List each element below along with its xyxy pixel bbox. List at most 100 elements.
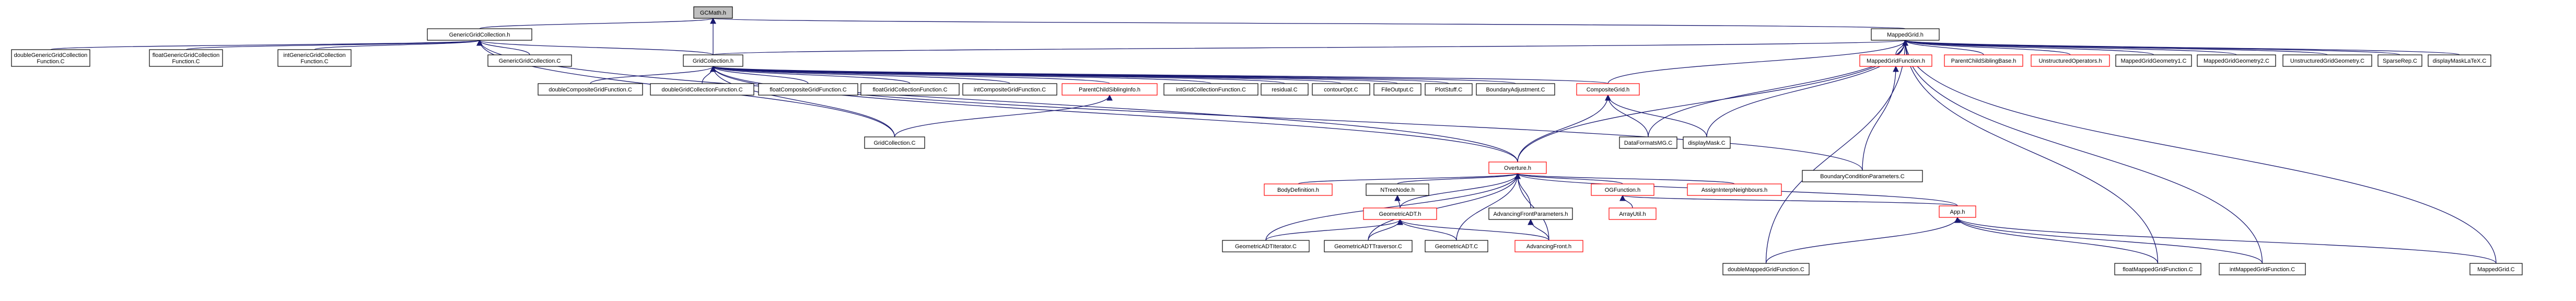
- node-fo[interactable]: FileOutput.C: [1373, 83, 1421, 96]
- node-cg[interactable]: CompositeGrid.h: [1576, 83, 1640, 96]
- node-label: ParentChildSiblingInfo.h: [1079, 87, 1140, 93]
- node-dmgf[interactable]: doubleMappedGridFunction.C: [1722, 263, 1810, 275]
- node-cc[interactable]: contourOpt.C: [1312, 83, 1370, 96]
- node-label: DataFormatsMG.C: [1624, 140, 1672, 146]
- node-imgf[interactable]: intMappedGridFunction.C: [2219, 263, 2306, 275]
- node-box: [427, 28, 532, 41]
- node-label: Function.C: [172, 59, 200, 65]
- node-ps[interactable]: PlotStuff.C: [1425, 83, 1473, 96]
- edge-gc-to-mgrid: [713, 39, 1908, 55]
- node-ugg[interactable]: UnstructuredGridGeometry.C: [2282, 54, 2372, 67]
- node-gengc[interactable]: GenericGridCollection.h: [427, 28, 532, 41]
- edge-gadtc-to-gadt: [1397, 218, 1457, 241]
- node-gadtc[interactable]: GeometricADT.C: [1425, 240, 1488, 252]
- node-fmgf[interactable]: floatMappedGridFunction.C: [2114, 263, 2201, 275]
- node-label: FileOutput.C: [1381, 87, 1414, 93]
- node-label: Function.C: [300, 59, 328, 65]
- node-box: [2114, 263, 2201, 275]
- edge-cg-to-mgrid: [1607, 39, 1908, 84]
- node-gcmath[interactable]: GCMath.h: [693, 6, 733, 19]
- node-box: [1425, 240, 1488, 252]
- node-pcs[interactable]: ParentChildSiblingInfo.h: [1062, 83, 1158, 96]
- edge-gadt-to-ovt: [1400, 172, 1521, 209]
- node-label: floatCompositeGridFunction.C: [770, 87, 846, 93]
- node-label: AdvancingFrontParameters.h: [1493, 211, 1568, 217]
- edge-dm-to-cg: [1605, 94, 1707, 137]
- edge-ugg-to-mgrid: [1902, 39, 2328, 55]
- node-srep[interactable]: SparseRep.C: [2377, 54, 2422, 67]
- edge-gcc-to-gc: [710, 65, 895, 137]
- node-box: [2197, 54, 2276, 67]
- node-ovt[interactable]: Overture.h: [1488, 161, 1547, 174]
- node-uop[interactable]: UnstructuredOperators.h: [2031, 54, 2110, 67]
- node-adtit[interactable]: GeometricADTIterator.C: [1222, 240, 1310, 252]
- node-ba[interactable]: BoundaryAdjustment.C: [1476, 83, 1555, 96]
- node-label: displayMaskLaTeX.C: [2433, 58, 2487, 64]
- edge-ovt-to-gengc: [476, 39, 1518, 163]
- node-dcgf[interactable]: doubleCompositeGridFunction.C: [538, 83, 643, 96]
- edge-imgf-to-app: [1954, 216, 2263, 264]
- node-dm[interactable]: displayMask.C: [1683, 136, 1731, 149]
- edge-bd-to-ovt: [1298, 172, 1521, 184]
- edge-dmgf-to-mgrid: [1765, 39, 1908, 264]
- node-dgcf[interactable]: doubleGridCollectionFunction.C: [650, 83, 754, 96]
- node-box: [487, 54, 572, 67]
- node-icgf[interactable]: intCompositeGridFunction.C: [962, 83, 1057, 96]
- node-afp[interactable]: AdvancingFrontParameters.h: [1488, 207, 1573, 220]
- node-label: floatGenericGridCollection: [153, 52, 219, 59]
- node-og[interactable]: OGFunction.h: [1591, 183, 1654, 196]
- edge-amn-to-ovt: [1514, 172, 1735, 184]
- edge-ovt-to-gc: [710, 65, 1518, 163]
- edge-af-to-afp: [1528, 218, 1549, 241]
- node-ggcc[interactable]: GenericGridCollection.C: [487, 54, 572, 67]
- node-bcp[interactable]: BoundaryConditionParameters.C: [1802, 170, 1923, 182]
- node-ntn[interactable]: NTreeNode.h: [1366, 183, 1429, 196]
- node-igcf[interactable]: intGridCollectionFunction.C: [1163, 83, 1258, 96]
- node-fgcf[interactable]: floatGridCollectionFunction.C: [860, 83, 960, 96]
- node-box: [1939, 205, 1976, 218]
- edge-adtit-to-gadt: [1265, 218, 1403, 241]
- node-au[interactable]: ArrayUtil.h: [1608, 207, 1657, 220]
- node-mgc[interactable]: MappedGrid.C: [2469, 263, 2523, 275]
- node-gadt[interactable]: GeometricADT.h: [1363, 207, 1437, 220]
- edge-mgrid-to-gcmath: [711, 17, 1906, 29]
- node-fcgf[interactable]: floatCompositeGridFunction.C: [758, 83, 858, 96]
- node-dfmc[interactable]: DataFormatsMG.C: [1619, 136, 1677, 149]
- node-box: [1683, 136, 1731, 149]
- node-label: GenericGridCollection.C: [499, 58, 561, 64]
- node-dml[interactable]: displayMaskLaTeX.C: [2428, 54, 2491, 67]
- node-box: [2219, 263, 2306, 275]
- edge-icgf-to-gc: [710, 65, 1010, 84]
- node-label: GridCollection.C: [873, 140, 915, 146]
- node-label: BodyDefinition.h: [1277, 187, 1319, 193]
- node-gc[interactable]: GridCollection.h: [683, 54, 743, 67]
- node-mgf[interactable]: MappedGridFunction.h: [1859, 54, 1932, 67]
- node-mgrid[interactable]: MappedGrid.h: [1871, 28, 1940, 41]
- node-adttr[interactable]: GeometricADTTraversor.C: [1324, 240, 1413, 252]
- node-pcsb[interactable]: ParentChildSiblingBase.h: [1944, 54, 2023, 67]
- node-label: doubleCompositeGridFunction.C: [549, 87, 632, 93]
- edge-cg-to-gc: [710, 65, 1608, 84]
- node-gcc[interactable]: GridCollection.C: [864, 136, 925, 149]
- node-box: [1722, 263, 1810, 275]
- node-label: intCompositeGridFunction.C: [974, 87, 1046, 93]
- node-amn[interactable]: AssignInterpNeighbours.h: [1687, 183, 1782, 196]
- node-app[interactable]: App.h: [1939, 205, 1976, 218]
- node-box: [277, 49, 352, 67]
- node-box: [962, 83, 1057, 96]
- node-mg1[interactable]: MappedGridGeometry1.C: [2115, 54, 2192, 67]
- node-resid[interactable]: residual.C: [1261, 83, 1309, 96]
- node-af[interactable]: AdvancingFront.h: [1514, 240, 1583, 252]
- edge-ntn-to-ovt: [1397, 172, 1521, 184]
- node-bd[interactable]: BodyDefinition.h: [1264, 183, 1333, 196]
- node-label: AssignInterpNeighbours.h: [1701, 187, 1768, 193]
- node-box: [2469, 263, 2523, 275]
- node-mg2[interactable]: MappedGridGeometry2.C: [2197, 54, 2276, 67]
- node-label: UnstructuredOperators.h: [2038, 58, 2102, 64]
- node-label: displayMask.C: [1688, 140, 1726, 146]
